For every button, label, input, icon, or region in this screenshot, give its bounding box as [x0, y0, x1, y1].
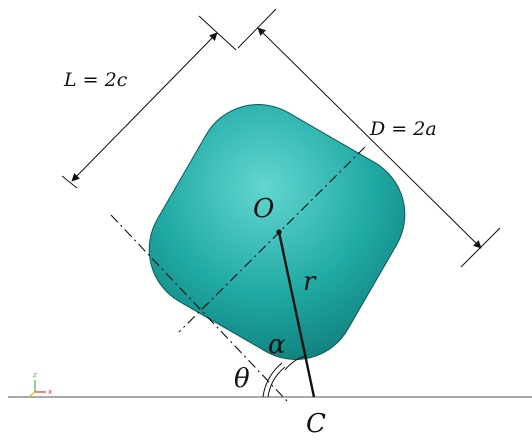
length-label: L = 2c	[63, 69, 128, 91]
side-guide-line	[110, 214, 288, 402]
radius-line	[277, 231, 316, 398]
center-point	[276, 229, 282, 235]
axis-triad: z x	[29, 371, 52, 397]
triad-z-label: z	[33, 371, 37, 379]
triad-x-label: x	[48, 388, 52, 396]
length-extension-right	[198, 15, 237, 51]
alpha-arc	[284, 355, 306, 371]
contact-label: C	[306, 409, 326, 439]
diameter-extension-top	[237, 8, 277, 49]
theta-arc-outer	[262, 362, 283, 398]
center-label: O	[253, 194, 274, 224]
radius-label: r	[303, 267, 317, 297]
length-extension-left	[61, 175, 78, 189]
theta-arc-inner	[267, 366, 286, 398]
theta-label: θ	[234, 364, 250, 394]
length-dimension-arrow	[71, 32, 218, 182]
diameter-label: D = 2a	[369, 118, 437, 140]
diameter-dimension-arrow	[257, 27, 482, 249]
alpha-label: α	[268, 330, 286, 360]
